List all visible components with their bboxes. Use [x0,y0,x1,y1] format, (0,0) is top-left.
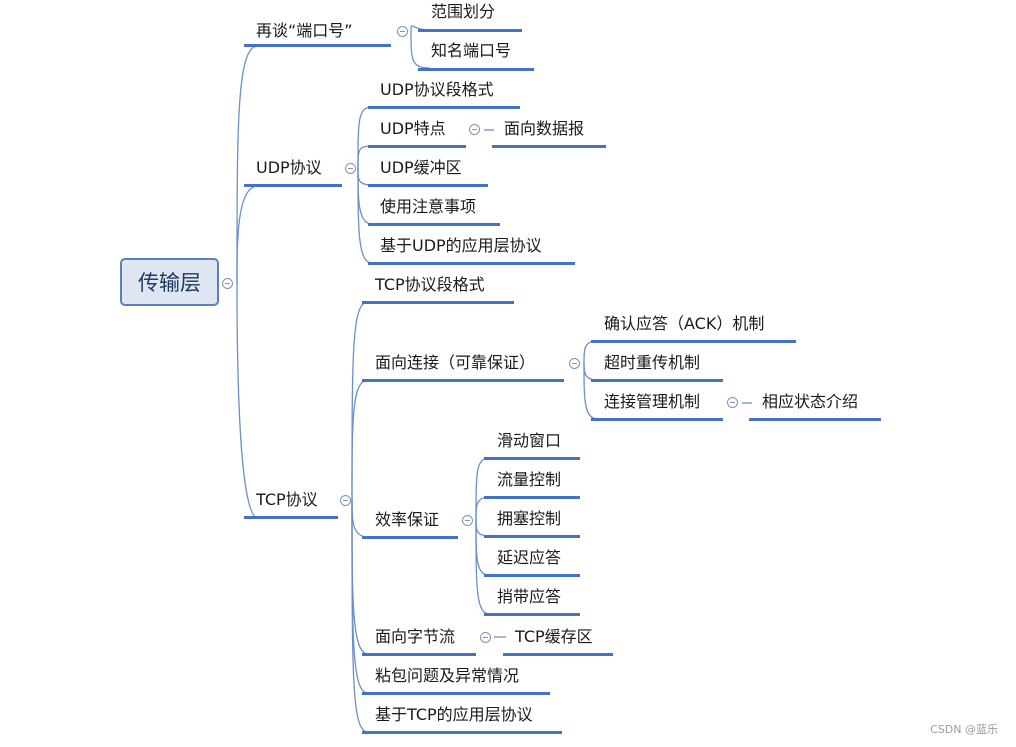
topic-port[interactable]: 再谈“端口号” [256,21,353,40]
branch-underline [362,301,514,304]
branch-underline [368,106,520,109]
branch-underline [484,535,580,538]
topic-tcp-stream[interactable]: 面向字节流 [375,627,456,646]
topic-tcp-piggyback[interactable]: 捎带应答 [497,587,562,606]
collapse-icon[interactable] [340,495,351,506]
branch-underline [418,68,534,71]
branch-underline [244,184,342,187]
topic-udp-notes[interactable]: 使用注意事项 [380,197,477,216]
collapse-icon[interactable] [727,397,738,408]
branch-underline [591,379,723,382]
branch-underline [484,496,580,499]
branch-underline [368,262,575,265]
branch-underline [362,653,476,656]
topic-tcp-connmgmt[interactable]: 连接管理机制 [604,392,701,411]
branch-underline [244,516,338,519]
topic-port-known[interactable]: 知名端口号 [431,41,512,60]
branch-underline [492,145,606,148]
topic-udp-datagram[interactable]: 面向数据报 [504,119,585,138]
topic-tcp[interactable]: TCP协议 [256,490,318,509]
collapse-icon[interactable] [345,163,356,174]
branch-underline [418,29,522,32]
topic-tcp-congestion[interactable]: 拥塞控制 [497,509,562,528]
topic-tcp-flow[interactable]: 流量控制 [497,470,562,489]
branch-underline [362,536,458,539]
branch-underline [362,692,550,695]
branch-underline [749,418,881,421]
topic-tcp-window[interactable]: 滑动窗口 [497,431,562,450]
topic-tcp-retrans[interactable]: 超时重传机制 [604,353,701,372]
branch-underline [362,379,564,382]
collapse-icon[interactable] [397,26,408,37]
branch-underline [503,653,613,656]
collapse-icon[interactable] [469,124,480,135]
topic-tcp-buffer[interactable]: TCP缓存区 [515,627,593,646]
branch-underline [362,731,562,734]
branch-underline [368,145,466,148]
branch-underline [244,44,391,47]
branch-underline [591,418,723,421]
branch-underline [368,223,500,226]
branch-underline [484,457,580,460]
collapse-icon[interactable] [569,358,580,369]
topic-udp-features[interactable]: UDP特点 [380,119,446,138]
collapse-icon[interactable] [480,632,491,643]
branch-underline [484,574,580,577]
collapse-icon[interactable] [462,515,473,526]
branch-underline [484,613,580,616]
topic-tcp-apps[interactable]: 基于TCP的应用层协议 [375,705,533,724]
topic-tcp-format[interactable]: TCP协议段格式 [375,275,485,294]
topic-udp-apps[interactable]: 基于UDP的应用层协议 [380,236,542,255]
topic-tcp-conn[interactable]: 面向连接（可靠保证） [375,353,536,372]
root-topic[interactable]: 传输层 [120,258,219,306]
topic-udp-format[interactable]: UDP协议段格式 [380,80,494,99]
topic-port-range[interactable]: 范围划分 [431,2,496,21]
topic-tcp-states[interactable]: 相应状态介绍 [762,392,859,411]
topic-tcp-sticky[interactable]: 粘包问题及异常情况 [375,666,520,685]
watermark: CSDN @蓝乐 [930,723,998,736]
collapse-icon[interactable] [222,278,233,289]
branch-underline [591,340,796,343]
topic-tcp-ack[interactable]: 确认应答（ACK）机制 [604,314,765,333]
topic-udp-buffer[interactable]: UDP缓冲区 [380,158,462,177]
branch-underline [368,184,488,187]
topic-tcp-eff[interactable]: 效率保证 [375,510,440,529]
topic-tcp-delayack[interactable]: 延迟应答 [497,548,562,567]
topic-udp[interactable]: UDP协议 [256,158,322,177]
